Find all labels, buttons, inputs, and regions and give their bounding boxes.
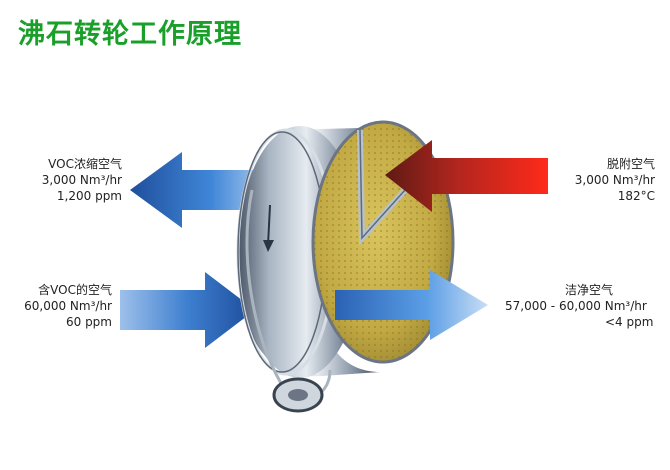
clean-air-flow: 57,000 - 60,000 Nm³/hr: [505, 299, 647, 313]
voc-concentrated-conc: 1,200 ppm: [56, 189, 122, 203]
desorption-name: 脱附空气: [606, 157, 655, 171]
voc-inlet-flow: 60,000 Nm³/hr: [24, 299, 112, 313]
clean-air-name: 洁净空气: [565, 283, 614, 297]
clean-air-arrow: [335, 270, 488, 340]
voc-inlet-name: 含VOC的空气: [38, 283, 112, 297]
voc-concentrated-name: VOC浓缩空气: [48, 157, 122, 171]
desorption-flow: 3,000 Nm³/hr: [574, 173, 655, 187]
voc-inlet-label: 含VOC的空气 60,000 Nm³/hr 60 ppm: [10, 282, 112, 330]
voc-concentrated-label: VOC浓缩空气 3,000 Nm³/hr 1,200 ppm: [18, 156, 122, 204]
voc-concentrated-arrow: [130, 152, 265, 228]
desorption-temp: 182°C: [617, 189, 655, 203]
clean-air-label: 洁净空气 57,000 - 60,000 Nm³/hr <4 ppm: [505, 282, 665, 330]
desorption-arrow: [385, 140, 548, 212]
voc-concentrated-flow: 3,000 Nm³/hr: [41, 173, 122, 187]
page-title: 沸石转轮工作原理: [18, 19, 242, 50]
voc-inlet-arrow: [120, 272, 255, 348]
voc-inlet-conc: 60 ppm: [65, 315, 112, 329]
desorption-label: 脱附空气 3,000 Nm³/hr 182°C: [545, 156, 655, 204]
clean-air-conc: <4 ppm: [605, 315, 654, 329]
